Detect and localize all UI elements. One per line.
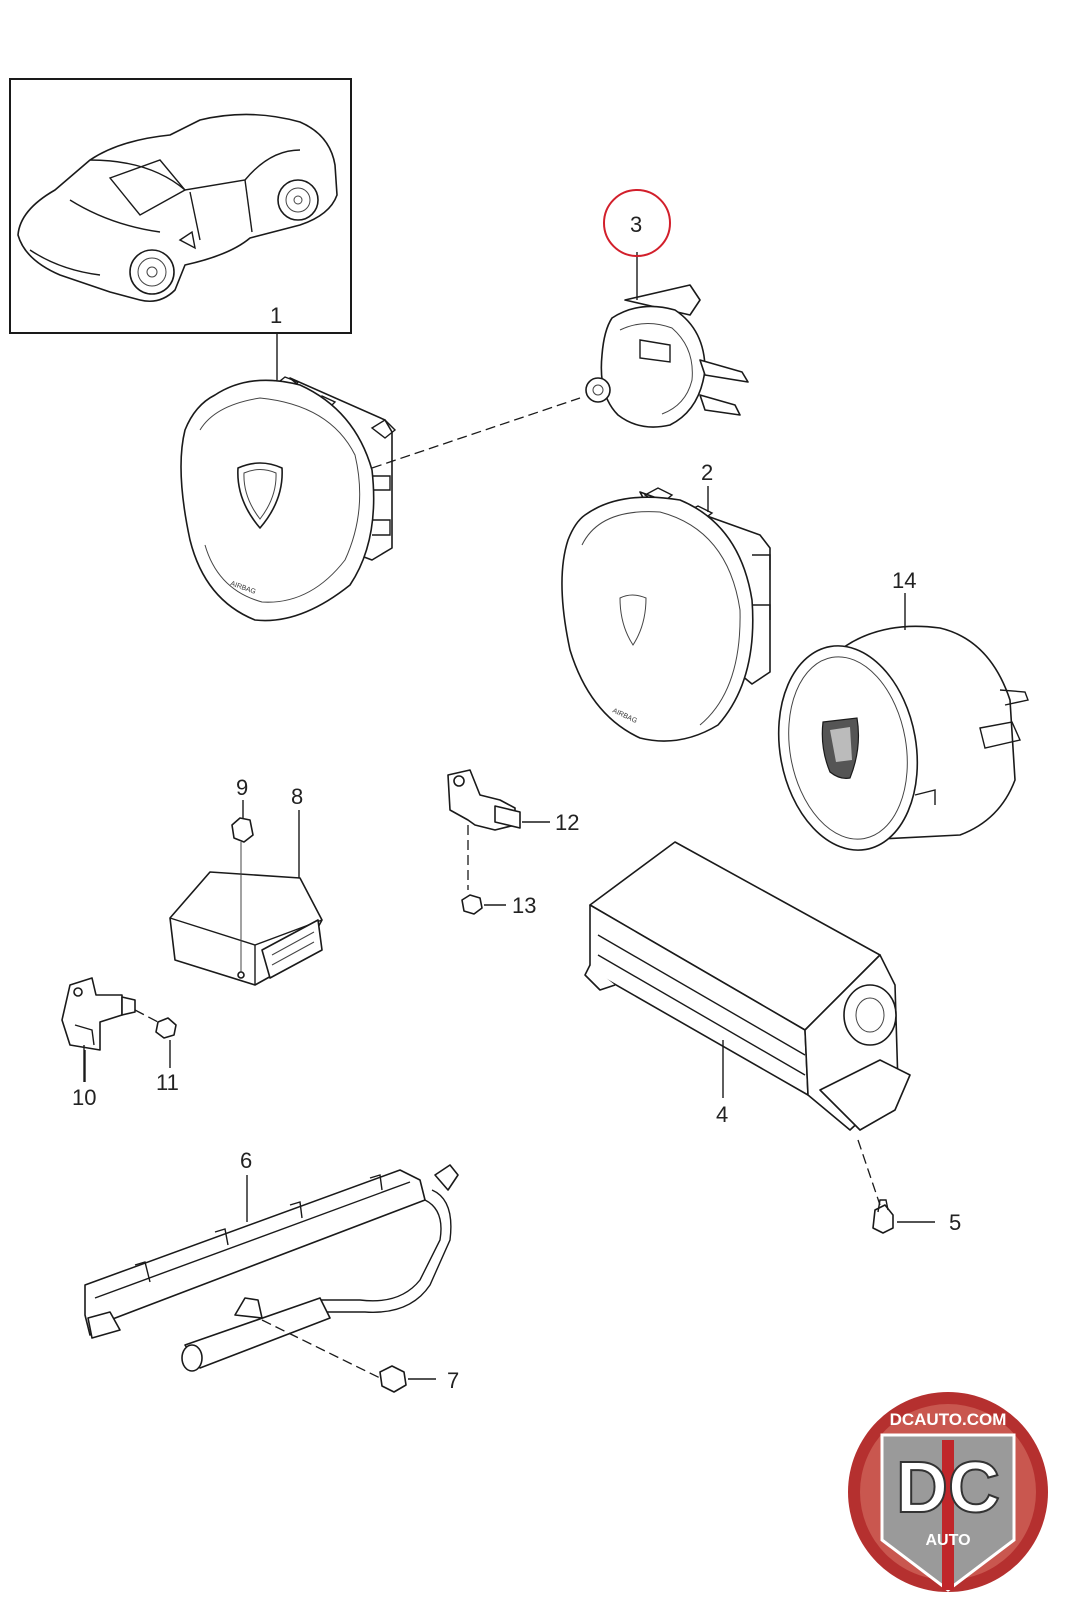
callout-1: 1	[270, 303, 282, 328]
callout-5: 5	[949, 1210, 961, 1235]
callout-9: 9	[236, 775, 248, 800]
leader-lines	[83, 252, 935, 1223]
curtain-airbag-part-6	[84, 1164, 459, 1372]
nut-part-9	[231, 800, 254, 843]
nut-part-13	[461, 894, 506, 915]
passenger-airbag-part-4	[584, 841, 911, 1131]
callout-13: 13	[512, 893, 536, 918]
callout-12: 12	[555, 810, 579, 835]
callout-14: 14	[892, 568, 916, 593]
dcauto-logo: DCAUTO.COM DC AUTO	[848, 1392, 1048, 1592]
car-illustration	[17, 113, 338, 303]
logo-top-text: DCAUTO.COM	[890, 1410, 1007, 1429]
callout-3: 3	[630, 212, 642, 237]
airbag-cover-part-2: AIRBAG	[561, 487, 771, 742]
bolt-part-7	[261, 1319, 436, 1393]
sensor-part-12	[447, 769, 550, 890]
round-airbag-part-14	[777, 625, 1029, 851]
sensor-part-10	[61, 977, 136, 1082]
logo-bottom-text: AUTO	[925, 1532, 970, 1549]
nut-part-11	[134, 1009, 177, 1068]
callout-labels: 1 3 2 14 9 8 12 13 10 11 4 6 5 7	[72, 189, 961, 1393]
vehicle-inset	[9, 78, 352, 334]
callout-2: 2	[701, 460, 713, 485]
bolt-part-5	[857, 1139, 894, 1234]
callout-7: 7	[447, 1368, 459, 1393]
callout-11: 11	[156, 1070, 179, 1095]
clock-spring-part-3	[585, 284, 749, 428]
callout-6: 6	[240, 1148, 252, 1173]
connection-line-1-3	[371, 397, 581, 469]
callout-10: 10	[72, 1085, 96, 1110]
highlight-circle	[603, 189, 671, 257]
callout-8: 8	[291, 784, 303, 809]
logo-letters: DC	[896, 1448, 1000, 1528]
control-unit-part-8	[169, 842, 323, 986]
callout-4: 4	[716, 1102, 728, 1127]
driver-airbag-part-1: AIRBAG	[180, 376, 397, 622]
